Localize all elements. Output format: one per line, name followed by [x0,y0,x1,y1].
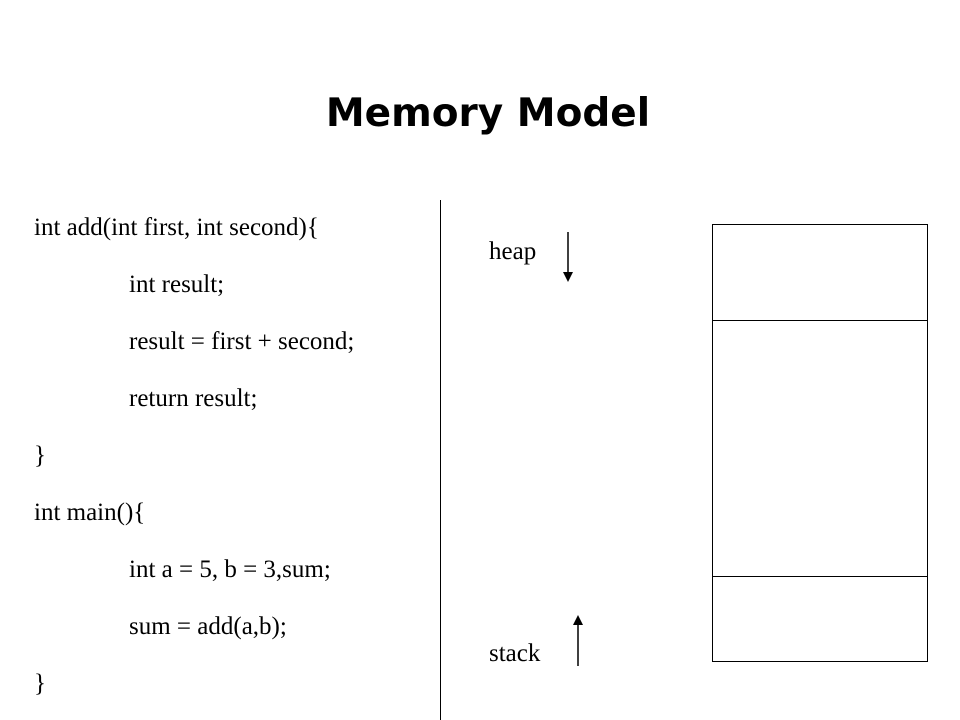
code-line: int result; [129,271,225,298]
heap-label: heap [489,238,537,265]
stack-label: stack [489,640,541,667]
heap-region-divider [713,320,927,321]
code-line: result = first + second; [129,328,355,355]
code-line: int a = 5, b = 3,sum; [129,556,331,583]
vertical-divider [440,200,441,720]
code-line: int main(){ [34,499,146,526]
arrow-down-icon [563,232,573,282]
arrow-up-icon [573,615,583,666]
code-line: } [34,670,46,697]
code-line: return result; [129,385,258,412]
code-line: } [34,442,46,469]
slide-title: Memory Model [325,91,651,136]
code-line: int add(int first, int second){ [34,214,319,241]
code-line: sum = add(a,b); [129,613,287,640]
memory-box [712,224,928,662]
code-listing: int add(int first, int second){ int resu… [0,0,440,720]
stack-region-divider [713,576,927,577]
